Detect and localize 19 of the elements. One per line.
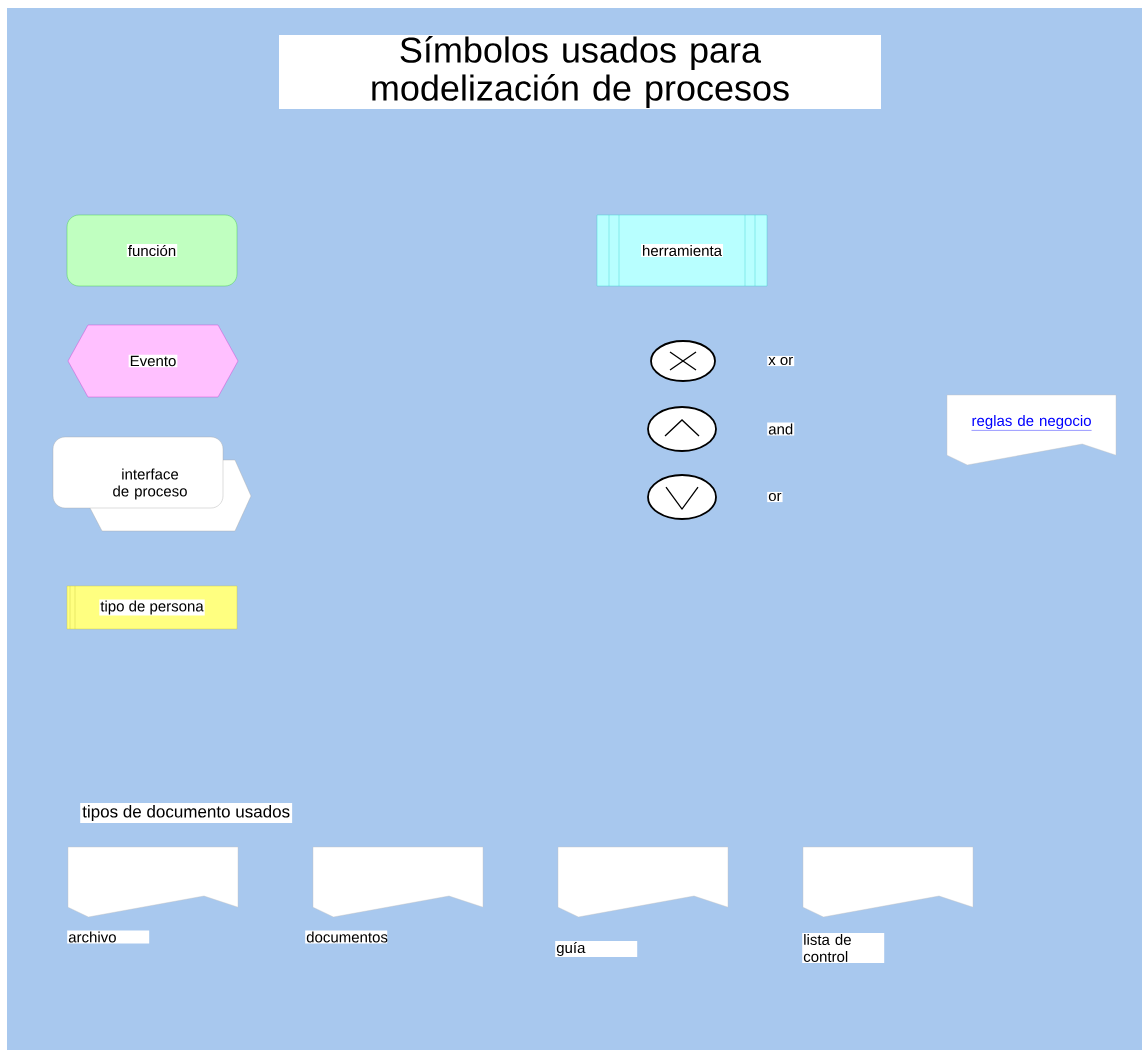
tool-box: herramienta (596, 214, 768, 287)
gate-circle (647, 406, 717, 452)
gate-label: and (767, 422, 795, 436)
link-text: reglas de negocio (971, 415, 1092, 431)
gate-label: or (767, 491, 783, 503)
title: Símbolos usados para modelización de procesos (279, 35, 881, 109)
document-shape (557, 846, 729, 918)
document-shape (946, 394, 1117, 466)
document-shape (67, 846, 239, 918)
document-shape (802, 846, 974, 918)
document-shape (312, 846, 484, 918)
document-label: lista de control (802, 933, 885, 963)
function-box: función (66, 214, 238, 287)
person-box: tipo de persona (66, 585, 238, 630)
gate-label: x or (767, 355, 795, 367)
event-hexagon: Evento (67, 324, 239, 398)
gate-circle (650, 340, 716, 382)
gate-circle (647, 474, 717, 520)
section-label: tipos de documento usados (80, 803, 293, 823)
